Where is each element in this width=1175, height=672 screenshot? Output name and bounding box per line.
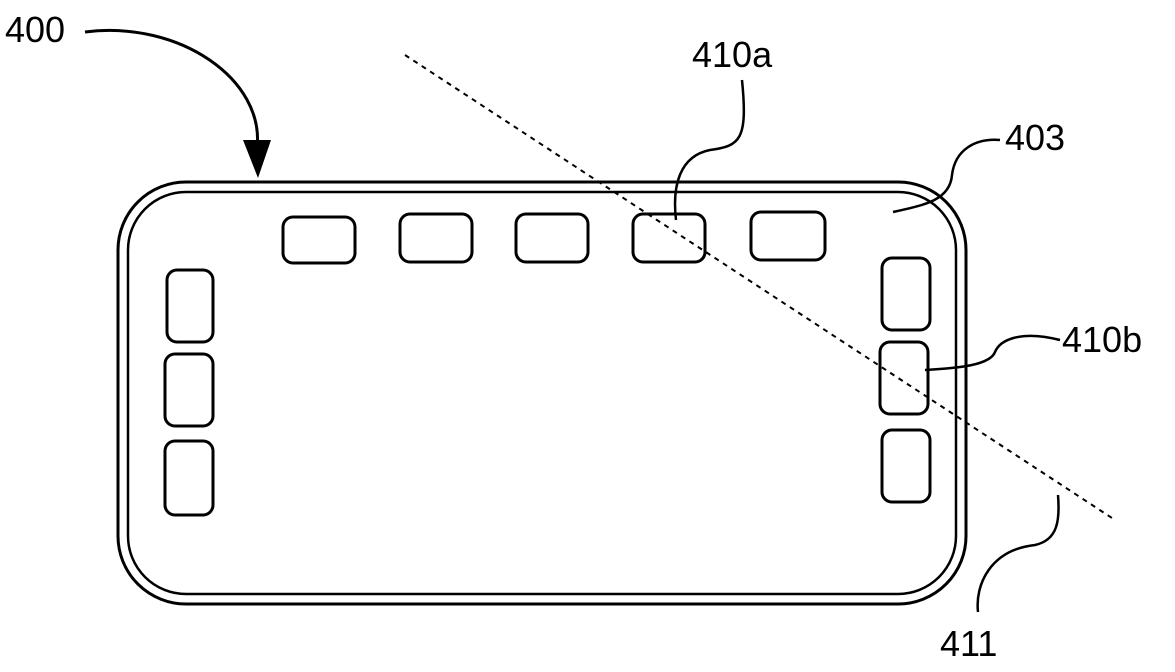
label-411: 411: [940, 623, 997, 664]
leader-411: [978, 495, 1059, 612]
label-400: 400: [5, 9, 65, 50]
arrow-400-head: [243, 140, 271, 178]
top-pad-3: [516, 214, 588, 262]
top-pad-1: [283, 217, 355, 263]
left-pad-1: [167, 270, 213, 342]
left-pad-2: [165, 354, 213, 426]
leader-410a: [675, 80, 744, 220]
top-pad-4-410a: [633, 214, 705, 262]
label-410b: 410b: [1062, 319, 1142, 360]
right-pad-1: [882, 258, 930, 330]
top-pad-2: [400, 214, 472, 262]
left-pad-3: [165, 441, 213, 515]
right-pad-2-410b: [880, 342, 928, 414]
label-410a: 410a: [692, 34, 773, 75]
top-pad-5: [751, 212, 825, 260]
leader-410b: [925, 336, 1060, 370]
label-403: 403: [1005, 117, 1065, 158]
right-pad-3: [882, 430, 930, 502]
arrow-400-leader: [85, 30, 258, 148]
